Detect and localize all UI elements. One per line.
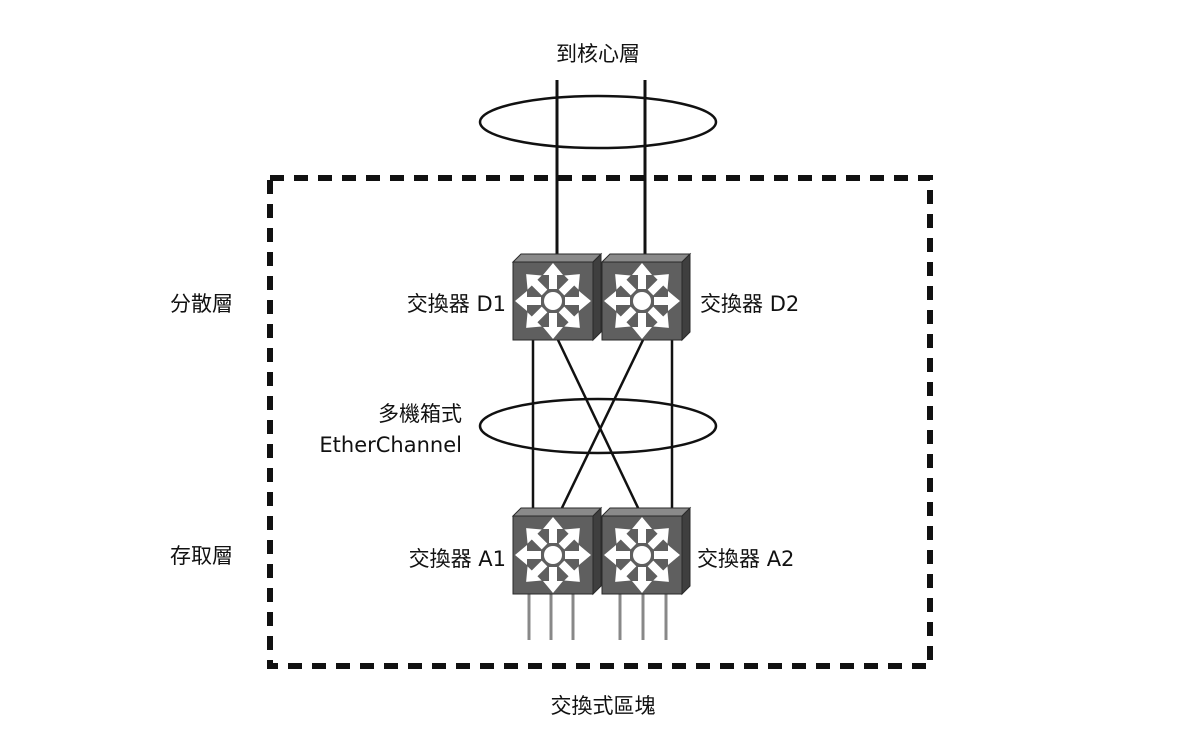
switch-a2-label: 交換器 A2 xyxy=(697,547,794,571)
link-d1-a2 xyxy=(556,339,642,513)
switch-d1-label: 交換器 D1 xyxy=(360,292,506,316)
switch-d1-id: D1 xyxy=(476,292,506,316)
switch-a1-label: 交換器 A1 xyxy=(360,547,506,571)
link-d2-a1 xyxy=(558,339,645,513)
switch-a2-id: A2 xyxy=(766,547,795,571)
core-etherchannel-ellipse xyxy=(478,94,718,150)
switch-a1-icon xyxy=(513,508,601,594)
switch-block-label: 交換式區塊 xyxy=(550,694,656,718)
multichassis-label-line1: 多機箱式 xyxy=(378,402,462,426)
distribution-layer-label: 分散層 xyxy=(170,292,233,316)
switch-d2-prefix: 交換器 xyxy=(700,292,763,316)
multichassis-label-line2: EtherChannel xyxy=(319,433,462,457)
switch-d2-id: D2 xyxy=(769,292,800,316)
switch-a2-prefix: 交換器 xyxy=(697,547,760,571)
switch-d2-icon xyxy=(602,254,690,340)
switch-block-border xyxy=(267,175,933,669)
switch-a1-prefix: 交換器 xyxy=(408,547,472,571)
multichassis-etherchannel-ellipse xyxy=(478,397,718,455)
switch-a2-icon xyxy=(602,508,690,594)
switch-d1-icon xyxy=(513,254,601,340)
access-layer-label: 存取層 xyxy=(170,544,233,568)
switch-d2-label: 交換器 D2 xyxy=(700,292,799,316)
to-core-label: 到核心層 xyxy=(556,42,640,66)
switch-d1-prefix: 交換器 xyxy=(406,292,470,316)
access-downlinks xyxy=(527,592,668,640)
switch-a1-id: A1 xyxy=(478,547,506,571)
